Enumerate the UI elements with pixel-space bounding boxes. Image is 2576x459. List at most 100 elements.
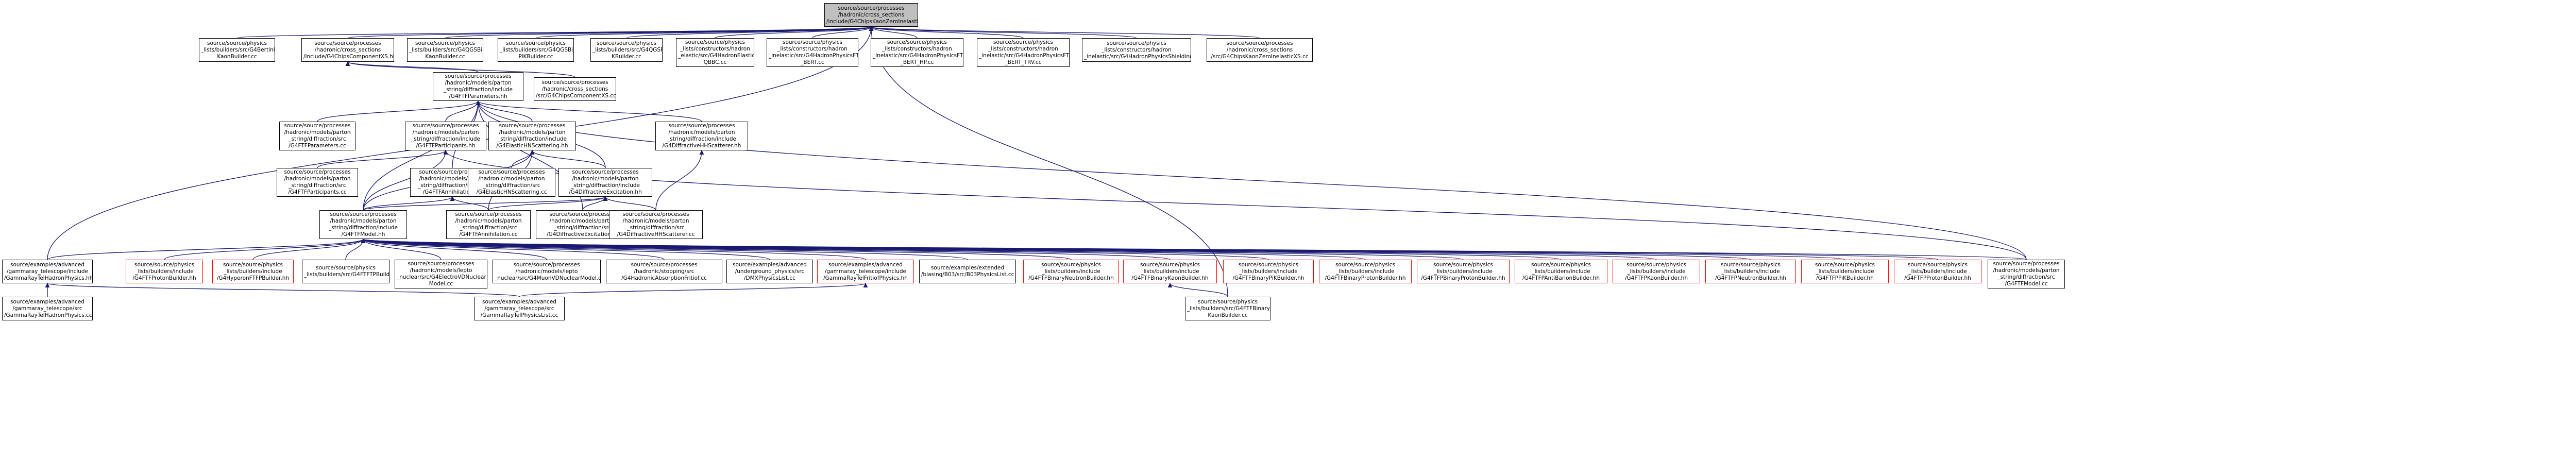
graph-node[interactable]: source/source/physics_lists/builders/inc… <box>212 260 294 283</box>
dependency-edge <box>869 26 1024 39</box>
dependency-edge <box>626 26 874 39</box>
graph-node[interactable]: source/source/processes/hadronic/models/… <box>558 168 652 197</box>
graph-node[interactable]: source/source/physics_lists/builders/inc… <box>1894 260 1981 283</box>
graph-node-label-line: /hadronic/stopping/src <box>634 268 694 275</box>
graph-node-label-line: /hadronic/models/parton <box>572 176 639 182</box>
graph-node-label-line: _nuclear/src/G4MuonVDNuclearModel.cc <box>495 275 601 281</box>
graph-node[interactable]: source/source/processes/hadronic/models/… <box>405 122 486 150</box>
graph-node[interactable]: source/source/processes/hadronic/models/… <box>446 210 531 239</box>
graph-node[interactable]: source/source/physics_lists/builders/inc… <box>1023 260 1119 283</box>
graph-node-label-line: KBuilder.cc <box>612 53 641 60</box>
graph-node-label-line: _lists/builders/include <box>1627 268 1686 275</box>
graph-node[interactable]: source/examples/advanced/gammaray_telesc… <box>2 297 93 320</box>
graph-node-label-line: /gammaray_telescope/src <box>12 305 82 312</box>
graph-node-label-line: /hadronic/models/parton <box>499 129 566 135</box>
graph-node-label-line: source/source/physics <box>1433 261 1493 268</box>
graph-node-label-line: _lists/builders/include <box>1042 268 1100 275</box>
graph-node-label-line: /hadronic/models/parton <box>668 129 735 135</box>
graph-node[interactable]: source/source/processes/hadronic/models/… <box>488 122 576 150</box>
graph-node[interactable]: source/source/processes/hadronic/models/… <box>1988 260 2065 288</box>
graph-node[interactable]: source/source/physics_lists/constructors… <box>871 38 963 67</box>
graph-node-label-line: /hadronic/models/lepto <box>410 267 472 274</box>
graph-node[interactable]: source/examples/advanced/gammaray_telesc… <box>817 260 914 283</box>
graph-node[interactable]: source/source/physics_lists/builders/inc… <box>1613 260 1700 283</box>
graph-node-label-line: /GammaRayTelPhysicsList.cc <box>480 312 558 318</box>
graph-node[interactable]: source/source/physics_lists/constructors… <box>977 38 1070 67</box>
dependency-edge <box>361 239 968 260</box>
graph-node-label-line: /hadronic/models/parton <box>330 218 397 224</box>
graph-node[interactable]: source/source/physics_lists/builders/src… <box>498 38 574 62</box>
graph-node[interactable]: source/source/physics_lists/builders/src… <box>407 38 483 62</box>
graph-node[interactable]: source/source/processes/hadronic/cross_s… <box>1207 38 1313 62</box>
graph-node[interactable]: source/source/processes/hadronic/models/… <box>609 210 703 239</box>
graph-node-label-line: /G4FTFParameters.cc <box>289 143 346 149</box>
graph-node[interactable]: source/source/physics_lists/builders/inc… <box>1705 260 1796 283</box>
graph-node-label-line: /G4FTFModel.cc <box>2005 281 2048 287</box>
graph-node[interactable]: source/examples/advanced/gammaray_telesc… <box>474 297 565 320</box>
graph-node[interactable]: source/source/processes/hadronic/models/… <box>468 168 555 197</box>
graph-node-label-line: source/source/processes <box>513 261 580 268</box>
graph-node[interactable]: source/source/processes/hadronic/cross_s… <box>301 38 394 62</box>
graph-node[interactable]: source/source/physics_lists/constructors… <box>676 38 754 67</box>
graph-node[interactable]: source/source/processes/hadronic/stoppin… <box>606 260 722 283</box>
graph-node[interactable]: source/source/physics_lists/builders/inc… <box>126 260 203 283</box>
dependency-edge <box>361 239 770 260</box>
graph-node[interactable]: source/source/physics_lists/builders/src… <box>590 38 663 62</box>
graph-node[interactable]: source/source/physics_lists/builders/src… <box>199 38 275 62</box>
graph-node-label-line: /G4FTFBinaryPiKBuilder.hh <box>1232 275 1304 281</box>
dependency-edge <box>1167 283 1228 297</box>
graph-node[interactable]: source/source/physics_lists/builders/inc… <box>1223 260 1314 283</box>
graph-node[interactable]: source/examples/advanced/underground_phy… <box>726 260 813 283</box>
graph-node-label-line: /G4FTFPProtonBuilder.hh <box>1904 275 1971 281</box>
graph-node-label-line: _nuclear/src/G4ElectroVDNuclear <box>397 274 486 280</box>
dependency-edge <box>345 239 366 260</box>
graph-node[interactable]: source/examples/advanced/gammaray_telesc… <box>2 260 93 283</box>
graph-node[interactable]: source/source/processes/hadronic/models/… <box>277 168 358 197</box>
graph-node-label-line: source/source/physics <box>1531 261 1591 268</box>
graph-node-label-line: /src/G4ChipsKaonZeroInelasticXS.cc <box>1211 53 1309 60</box>
graph-node-label-line: /G4FTFBinaryKaonBuilder.hh <box>1131 275 1209 281</box>
dependency-edge <box>363 196 455 211</box>
graph-node-label-line: _BERT.cc <box>801 59 824 65</box>
graph-node-label-line: /gammaray_telescope/include <box>824 268 907 275</box>
graph-node[interactable]: source/source/physics_lists/builders/inc… <box>1417 260 1510 283</box>
graph-node-label-line: source/source/processes <box>455 211 522 217</box>
graph-node-label-line: _string/diffraction/src <box>460 225 517 231</box>
graph-node-label-line: /hadronic/models/parton <box>284 176 351 182</box>
graph-node[interactable]: source/source/processes/hadronic/models/… <box>395 260 487 288</box>
graph-node-label-line: _inelastic/src/G4HadronPhysicsFTFP <box>769 53 858 59</box>
graph-node-label-line: /G4FTFPAntiBarionBuilder.hh <box>1522 275 1600 281</box>
graph-node-label-line: source/source/physics <box>1626 261 1686 268</box>
graph-node[interactable]: source/source/physics_lists/builders/inc… <box>1801 260 1889 283</box>
graph-node[interactable]: source/source/processes/hadronic/models/… <box>655 122 748 150</box>
graph-node[interactable]: source/source/processes/hadronic/models/… <box>319 210 407 239</box>
graph-node-label-line: _string/diffraction/src <box>483 182 540 189</box>
graph-node-label-line: _string/diffraction/include <box>329 225 398 231</box>
graph-node-label-line: source/source/processes <box>412 123 479 129</box>
graph-node[interactable]: source/source/processes/hadronic/cross_s… <box>534 77 616 101</box>
graph-node-label-line: source/source/processes <box>1993 261 2060 267</box>
graph-node[interactable]: source/source/physics_lists/builders/inc… <box>1319 260 1412 283</box>
graph-node[interactable]: source/source/physics_lists/constructors… <box>1082 38 1191 62</box>
graph-node-label-line: source/source/processes <box>1226 40 1293 46</box>
graph-node-label-line: source/examples/extended <box>930 265 1005 271</box>
graph-node-label-line: _lists/builders/include <box>1908 268 1967 275</box>
graph-node-label-line: /G4DiffractiveExcitation.cc <box>547 231 619 237</box>
graph-node[interactable]: source/source/physics_lists/builders/src… <box>302 260 389 283</box>
graph-node[interactable]: source/source/physics_lists/builders/inc… <box>1123 260 1217 283</box>
graph-node[interactable]: source/source/physics_lists/constructors… <box>767 38 858 67</box>
graph-node-label-line: _lists/builders/include <box>1239 268 1298 275</box>
graph-node-label-line: /GammaRayTelHadronPhysics.hh <box>4 275 93 281</box>
graph-node[interactable]: source/source/physics_lists/builders/inc… <box>1515 260 1607 283</box>
graph-node[interactable]: source/source/physics_lists/builders/src… <box>1185 297 1270 320</box>
graph-node-label-line: /hadronic/models/parton <box>412 129 479 135</box>
graph-node-label-line: /G4FTFPKaonBuilder.hh <box>1624 275 1688 281</box>
graph-node-label-line: _string/diffraction/include <box>571 182 640 189</box>
graph-node[interactable]: source/source/processes/hadronic/models/… <box>493 260 601 283</box>
graph-node[interactable]: source/source/processes/hadronic/models/… <box>279 122 355 150</box>
graph-node[interactable]: source/examples/extended/biasing/B03/src… <box>919 260 1016 283</box>
graph-node-label-line: /G4HadronicAbsorptionFritiof.cc <box>621 275 707 281</box>
graph-node[interactable]: source/source/processes/hadronic/models/… <box>433 72 523 101</box>
dependency-edge <box>869 26 1228 297</box>
graph-node-label-line: source/source/physics <box>316 265 376 271</box>
